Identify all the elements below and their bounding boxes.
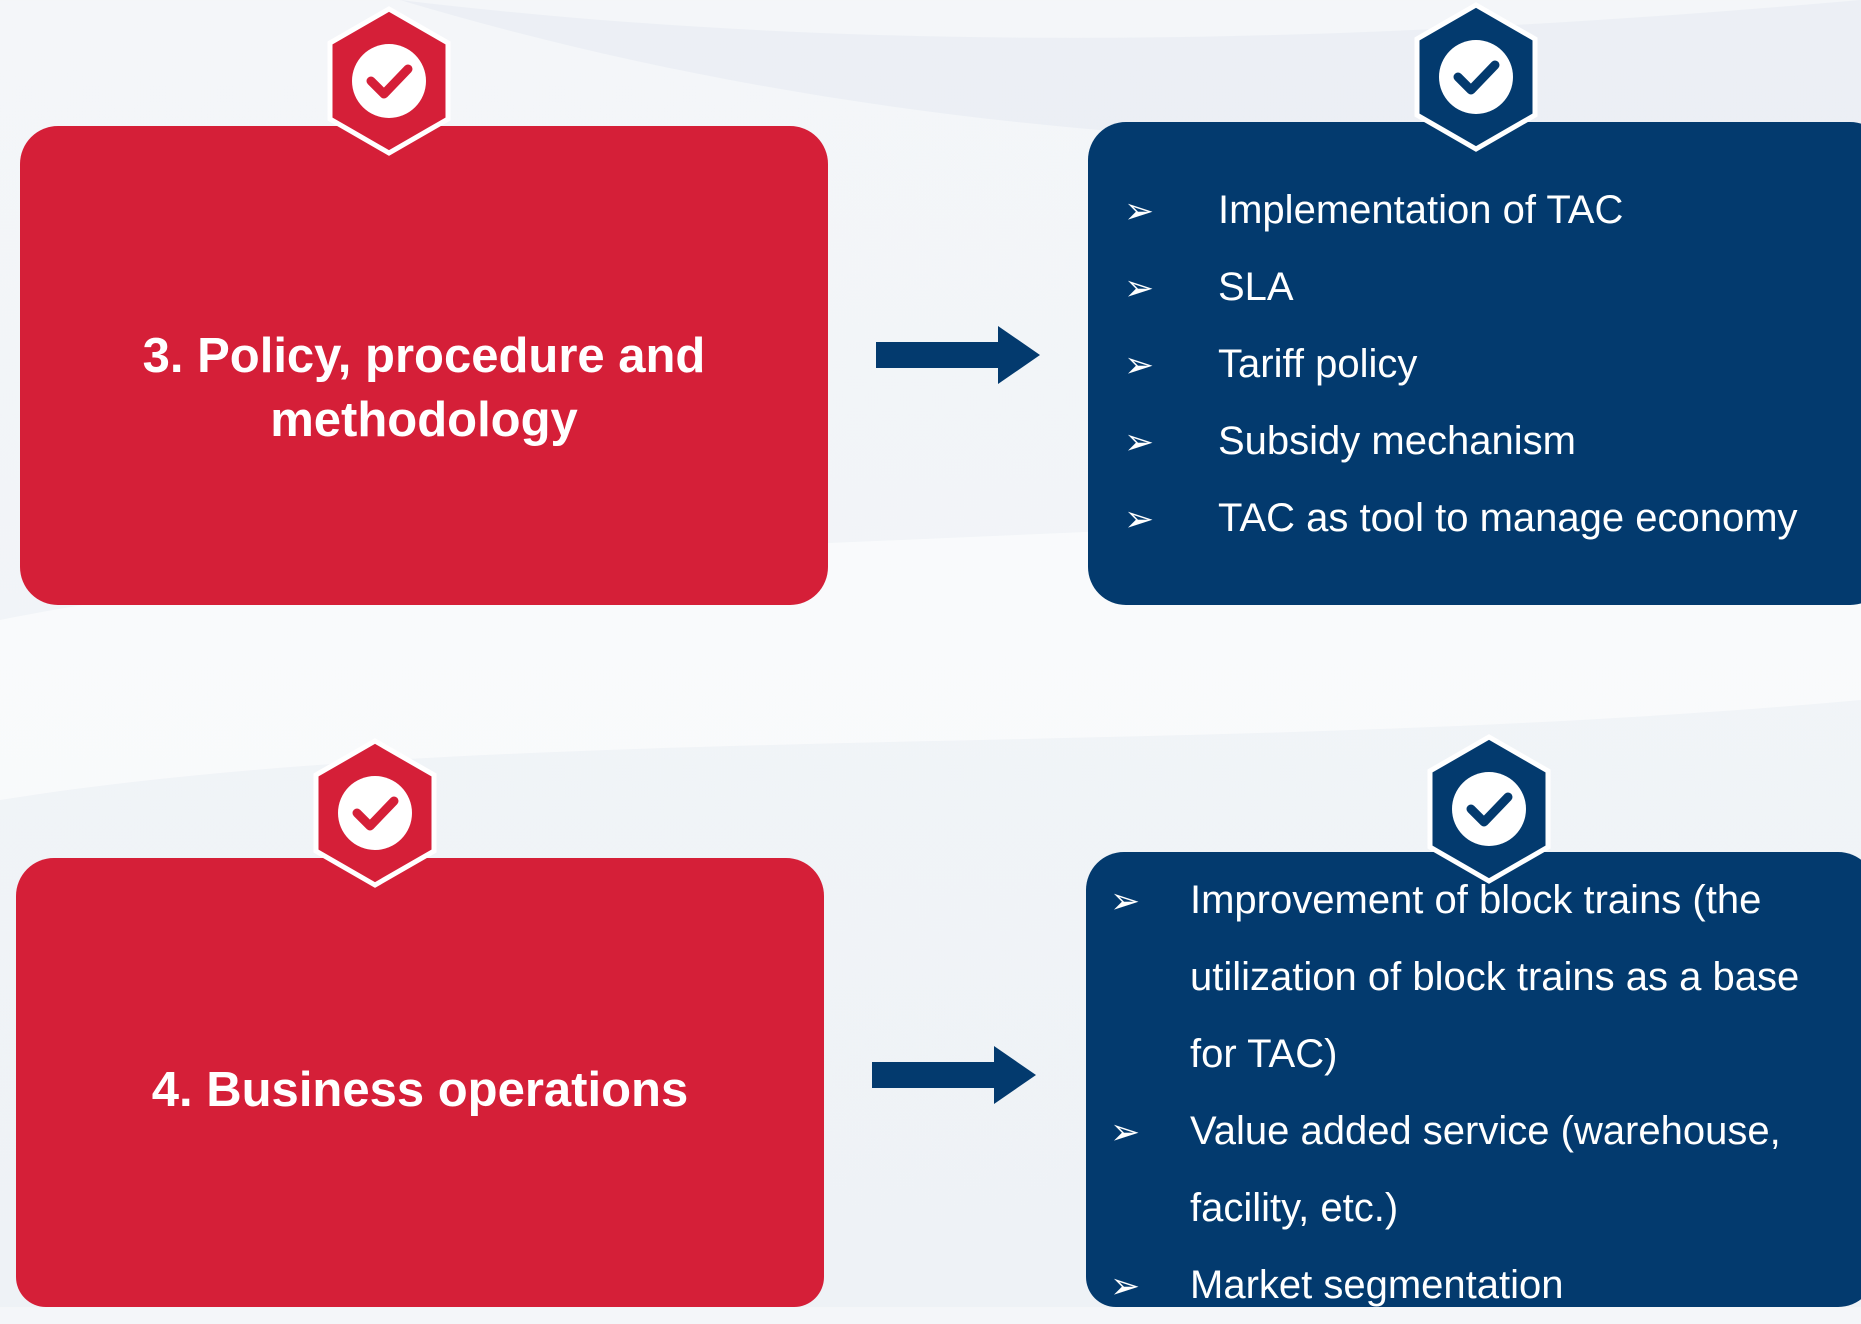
business-card: 4. Business operations	[16, 858, 824, 1307]
check-badge-icon	[1427, 734, 1551, 884]
policy-details-card: ➢Implementation of TAC ➢SLA ➢Tariff poli…	[1088, 122, 1861, 605]
check-badge-icon	[1414, 2, 1538, 152]
policy-card-title: 3. Policy, procedure and methodology	[20, 324, 828, 452]
arrowhead-bullet-icon: ➢	[1110, 1265, 1141, 1306]
arrowhead-bullet-icon: ➢	[1124, 421, 1155, 462]
right-arrow-icon	[872, 1046, 1036, 1104]
policy-title-line1: 3. Policy, procedure and	[142, 329, 706, 383]
policy-card: 3. Policy, procedure and methodology	[20, 126, 828, 605]
list-item: ➢SLA	[1124, 249, 1798, 326]
check-badge-icon	[313, 738, 437, 888]
business-details-card: ➢Improvement of block trains (the utiliz…	[1086, 852, 1861, 1307]
check-badge-icon	[327, 6, 451, 156]
arrowhead-bullet-icon: ➢	[1110, 880, 1141, 921]
policy-bullet-list: ➢Implementation of TAC ➢SLA ➢Tariff poli…	[1124, 172, 1798, 557]
list-item: ➢Improvement of block trains (the utiliz…	[1110, 862, 1840, 1093]
arrowhead-bullet-icon: ➢	[1110, 1111, 1141, 1152]
policy-title-line2: methodology	[270, 393, 578, 447]
list-item: ➢Subsidy mechanism	[1124, 403, 1798, 480]
list-item: ➢Tariff policy	[1124, 326, 1798, 403]
business-card-title: 4. Business operations	[151, 1063, 689, 1117]
list-item: ➢Market segmentation	[1110, 1247, 1840, 1324]
business-bullet-list: ➢Improvement of block trains (the utiliz…	[1110, 862, 1840, 1324]
list-item: ➢Implementation of TAC	[1124, 172, 1798, 249]
right-arrow-icon	[876, 326, 1040, 384]
arrowhead-bullet-icon: ➢	[1124, 498, 1155, 539]
list-item: ➢Value added service (warehouse, facilit…	[1110, 1093, 1840, 1247]
arrowhead-bullet-icon: ➢	[1124, 190, 1155, 231]
arrowhead-bullet-icon: ➢	[1124, 267, 1155, 308]
arrowhead-bullet-icon: ➢	[1124, 344, 1155, 385]
list-item: ➢TAC as tool to manage economy	[1124, 480, 1798, 557]
